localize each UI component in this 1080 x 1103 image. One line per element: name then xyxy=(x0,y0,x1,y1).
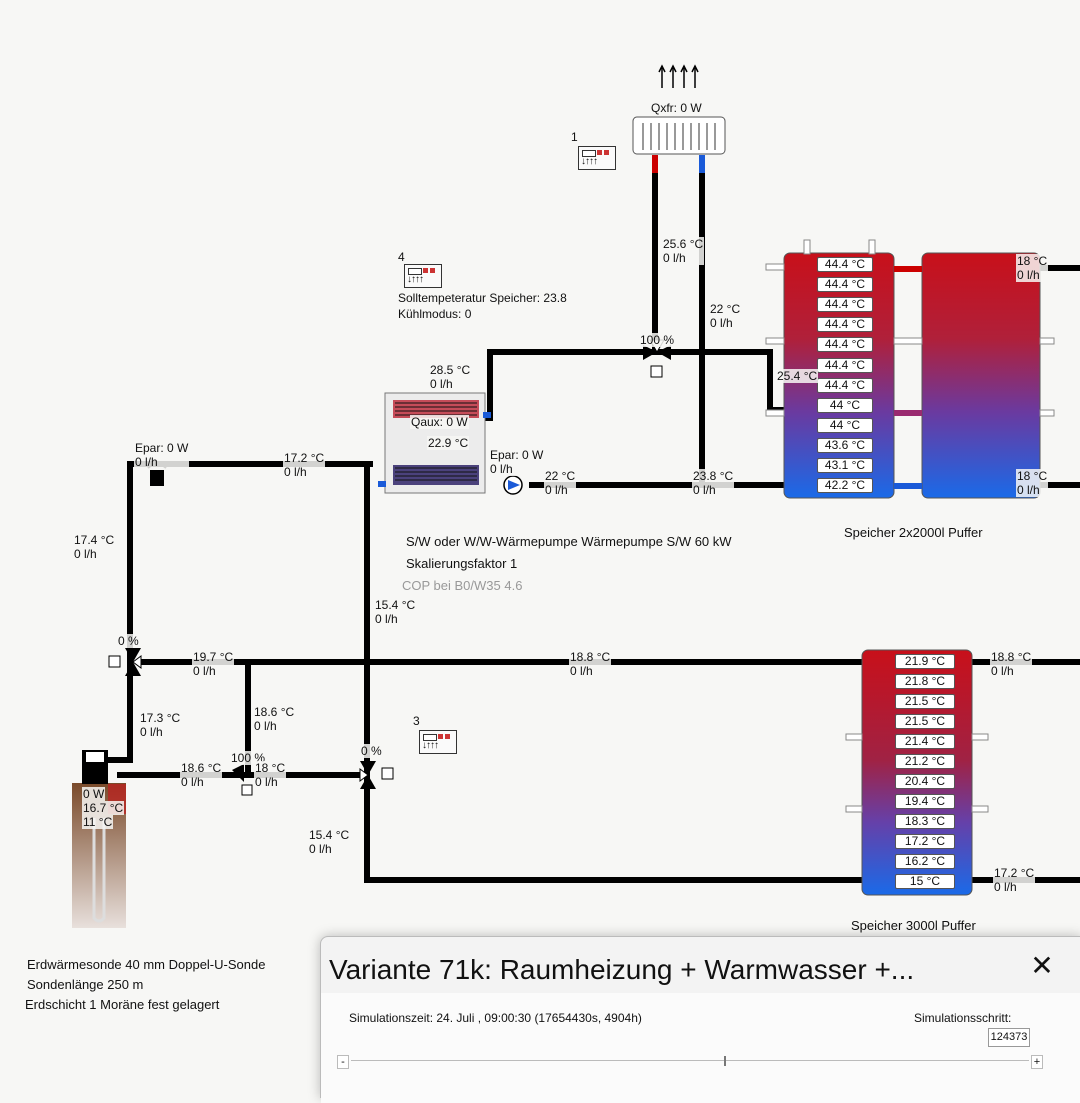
pipe-label: 17.4 °C 0 l/h xyxy=(73,533,116,561)
diverter-valve[interactable] xyxy=(232,764,253,796)
storage-1-temp-cell: 44.4 °C xyxy=(817,317,873,333)
pipe-label: 19.7 °C 0 l/h xyxy=(192,650,235,678)
storage-1-temp-cell: 44.4 °C xyxy=(817,297,873,313)
heat-pump-cop: COP bei B0/W35 4.6 xyxy=(402,578,523,593)
pump-icon[interactable] xyxy=(503,475,523,495)
pipe-label: 25.4 °C xyxy=(776,369,819,383)
slider-increment-button[interactable]: + xyxy=(1031,1055,1043,1069)
controller-4-number: 4 xyxy=(398,250,405,264)
storage-2-temp-cell: 21.5 °C xyxy=(895,714,955,729)
valve-percent: 0 % xyxy=(360,744,383,758)
pipe-label: 25.6 °C 0 l/h xyxy=(662,237,705,265)
dialog-title: Variante 71k: Raumheizung + Warmwasser +… xyxy=(329,954,915,985)
pipe-label: 15.4 °C 0 l/h xyxy=(308,828,351,856)
pipe-label: 22 °C 0 l/h xyxy=(544,469,577,497)
pump-label: Epar: 0 W 0 l/h xyxy=(134,441,190,469)
simulation-dialog: Variante 71k: Raumheizung + Warmwasser +… xyxy=(320,936,1080,1103)
slider-thumb[interactable] xyxy=(723,1056,726,1066)
pipe-label: 18.8 °C 0 l/h xyxy=(990,650,1033,678)
recooler[interactable] xyxy=(632,116,726,155)
valve-percent: 100 % xyxy=(639,333,676,347)
slider-decrement-button[interactable]: - xyxy=(337,1055,349,1069)
controller-1-number: 1 xyxy=(571,130,578,144)
close-icon[interactable]: ✕ xyxy=(1030,950,1054,981)
simulation-time: Simulationszeit: 24. Juli , 09:00:30 (17… xyxy=(349,1011,642,1025)
controller-3[interactable]: ↓↑↑↑ xyxy=(419,730,457,754)
storage-2-temp-cell: 21.4 °C xyxy=(895,734,955,749)
pipe-label: 22.9 °C xyxy=(427,436,470,450)
controller-3-number: 3 xyxy=(413,714,420,728)
controller-1[interactable]: ↓↑↑↑ xyxy=(578,146,616,170)
simulation-step-field[interactable]: 124373 xyxy=(988,1028,1030,1047)
storage-2-temp-cell: 15 °C xyxy=(895,874,955,889)
heat-pump-qaux: Qaux: 0 W xyxy=(410,415,469,429)
recooler-power: Qxfr: 0 W xyxy=(650,101,703,115)
heat-out-arrows-icon xyxy=(658,64,699,88)
storage-2-temp-cell: 20.4 °C xyxy=(895,774,955,789)
ground-probe-desc-1: Erdwärmesonde 40 mm Doppel-U-Sonde xyxy=(27,957,266,972)
storage-1-temp-cell: 43.6 °C xyxy=(817,437,873,453)
controller-4[interactable]: ↓↑↑↑ xyxy=(404,264,442,288)
heat-pump-description: S/W oder W/W-Wärmepumpe Wärmepumpe S/W 6… xyxy=(406,534,732,549)
storage-1-temp-cell: 44.4 °C xyxy=(817,357,873,373)
storage-1-temp-cell: 44 °C xyxy=(817,417,873,433)
storage-2-temp-cell: 21.8 °C xyxy=(895,674,955,689)
pipe-label: 18.6 °C 0 l/h xyxy=(180,761,223,789)
dialog-body: Simulationszeit: 24. Juli , 09:00:30 (17… xyxy=(321,993,1080,1103)
storage-1-label: Speicher 2x2000l Puffer xyxy=(844,525,983,540)
controller-4-setpoint: Solltempeteratur Speicher: 23.8 xyxy=(398,291,567,305)
storage-1-temp-cell: 44 °C xyxy=(817,397,873,413)
ground-probe-temp-2: 11 °C xyxy=(82,815,114,829)
pipe-label: 23.8 °C 0 l/h xyxy=(692,469,735,497)
pipe-label: 22 °C 0 l/h xyxy=(709,302,742,330)
ground-probe-power: 0 W xyxy=(82,787,106,801)
pipe-label: 17.2 °C 0 l/h xyxy=(283,451,326,479)
slider-track[interactable] xyxy=(351,1060,1029,1061)
simulation-slider[interactable]: - + xyxy=(337,1055,1043,1069)
controller-4-mode: Kühlmodus: 0 xyxy=(398,307,472,321)
ground-probe-desc-2: Sondenlänge 250 m xyxy=(27,977,144,992)
ground-probe-temp-1: 16.7 °C xyxy=(82,801,125,815)
pipe-label: 18 °C 0 l/h xyxy=(254,761,287,789)
storage-1-temp-cell: 43.1 °C xyxy=(817,458,873,473)
pipe-label: 18.6 °C 0 l/h xyxy=(253,705,296,733)
pipe-label: 15.4 °C 0 l/h xyxy=(374,598,417,626)
simulation-step-label: Simulationsschritt: xyxy=(914,1011,1012,1025)
valve-percent: 0 % xyxy=(117,634,140,648)
storage-2-temp-cell: 19.4 °C xyxy=(895,794,955,809)
storage-1-temp-cell: 44.4 °C xyxy=(817,377,873,393)
pipe-label: 17.3 °C 0 l/h xyxy=(139,711,182,739)
ground-probe-desc-3: Erdschicht 1 Moräne fest gelagert xyxy=(25,997,220,1012)
storage-2-temp-cell: 21.5 °C xyxy=(895,694,955,709)
storage-2-label: Speicher 3000l Puffer xyxy=(851,918,976,933)
storage-2-temp-cell: 21.2 °C xyxy=(895,754,955,769)
storage-1-temp-cell: 44.4 °C xyxy=(817,337,873,353)
storage-1-temp-cell: 44.4 °C xyxy=(817,257,873,272)
pump-label: Epar: 0 W 0 l/h xyxy=(489,448,545,476)
mixing-valve-left[interactable] xyxy=(108,648,142,676)
pipe-label: 18.8 °C 0 l/h xyxy=(569,650,612,678)
storage-tank-2[interactable] xyxy=(845,649,989,896)
storage-2-temp-cell: 18.3 °C xyxy=(895,814,955,829)
pipe-label: 18 °C 0 l/h xyxy=(1016,254,1049,282)
storage-2-temp-cell: 21.9 °C xyxy=(895,654,955,669)
heat-pump-scale: Skalierungsfaktor 1 xyxy=(406,556,518,571)
mixing-valve-bottom[interactable] xyxy=(359,761,394,789)
pipe-label: 17.2 °C 0 l/h xyxy=(993,866,1036,894)
pipe-label: 18 °C 0 l/h xyxy=(1016,469,1049,497)
storage-tank-1[interactable] xyxy=(765,239,1055,499)
storage-1-temp-cell: 44.4 °C xyxy=(817,277,873,293)
storage-2-temp-cell: 17.2 °C xyxy=(895,834,955,849)
pipe-label: 28.5 °C 0 l/h xyxy=(429,363,472,391)
storage-1-temp-cell: 42.2 °C xyxy=(817,478,873,494)
storage-2-temp-cell: 16.2 °C xyxy=(895,854,955,869)
